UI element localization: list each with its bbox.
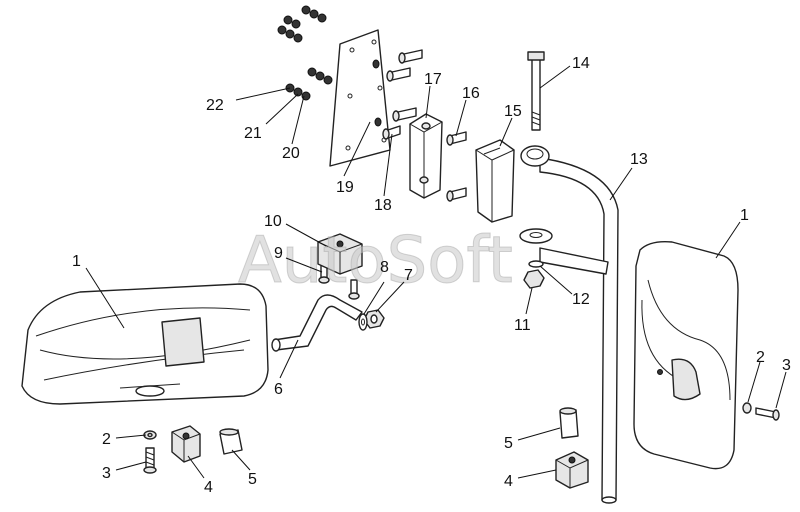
bolt-14 — [527, 51, 545, 131]
bracket-10 — [317, 233, 363, 275]
plate-19 — [329, 29, 391, 167]
leader-lines — [85, 65, 787, 479]
callout-3-left: 3 — [102, 465, 111, 482]
callouts: 1 2 3 4 5 6 7 8 9 10 11 12 13 14 15 16 1… — [72, 55, 791, 496]
nut-washer-set — [277, 5, 333, 101]
callout-17: 17 — [424, 71, 442, 88]
callout-22: 22 — [206, 97, 224, 114]
bushing-left — [219, 428, 243, 455]
callout-6: 6 — [274, 381, 283, 398]
callout-2-left: 2 — [102, 431, 111, 448]
callout-4-right: 4 — [504, 473, 513, 490]
callout-16: 16 — [462, 85, 480, 102]
callout-4-left: 4 — [204, 479, 213, 496]
callout-19: 19 — [336, 179, 354, 196]
channel-17 — [409, 113, 443, 199]
callout-9: 9 — [274, 245, 283, 262]
mirror-right — [633, 240, 739, 470]
arm-bent — [271, 294, 363, 352]
screws-16 — [446, 131, 467, 202]
mirror-left — [21, 283, 269, 405]
callout-14: 14 — [572, 55, 590, 72]
callout-1-left: 1 — [72, 253, 81, 270]
bolt-left — [143, 447, 157, 474]
callout-15: 15 — [504, 103, 522, 120]
nut-11 — [523, 269, 545, 289]
callout-8: 8 — [380, 259, 389, 276]
callout-1-right: 1 — [740, 207, 749, 224]
callout-20: 20 — [282, 145, 300, 162]
callout-10: 10 — [264, 213, 282, 230]
callout-18: 18 — [374, 197, 392, 214]
bolts-18 — [382, 49, 423, 140]
callout-3-right: 3 — [782, 357, 791, 374]
washer-right — [742, 402, 752, 414]
bushing-right — [559, 407, 579, 439]
callout-5-left: 5 — [248, 471, 257, 488]
callout-12: 12 — [572, 291, 590, 308]
callout-5-right: 5 — [504, 435, 513, 452]
clamp-right — [555, 451, 589, 489]
callout-13: 13 — [630, 151, 648, 168]
bolt-right — [755, 407, 780, 421]
bolt-9 — [318, 261, 360, 300]
callout-7: 7 — [404, 267, 413, 284]
bracket-15 — [475, 139, 515, 223]
callout-11: 11 — [514, 317, 531, 334]
tube-13 — [519, 145, 619, 504]
washer-12 — [528, 260, 544, 268]
watermark-text: AutoSoft — [238, 224, 513, 298]
washer-left — [143, 430, 157, 440]
callout-2-right: 2 — [756, 349, 765, 366]
washer-8 — [358, 313, 368, 331]
callout-21: 21 — [244, 125, 262, 142]
clamp-left — [171, 425, 201, 463]
